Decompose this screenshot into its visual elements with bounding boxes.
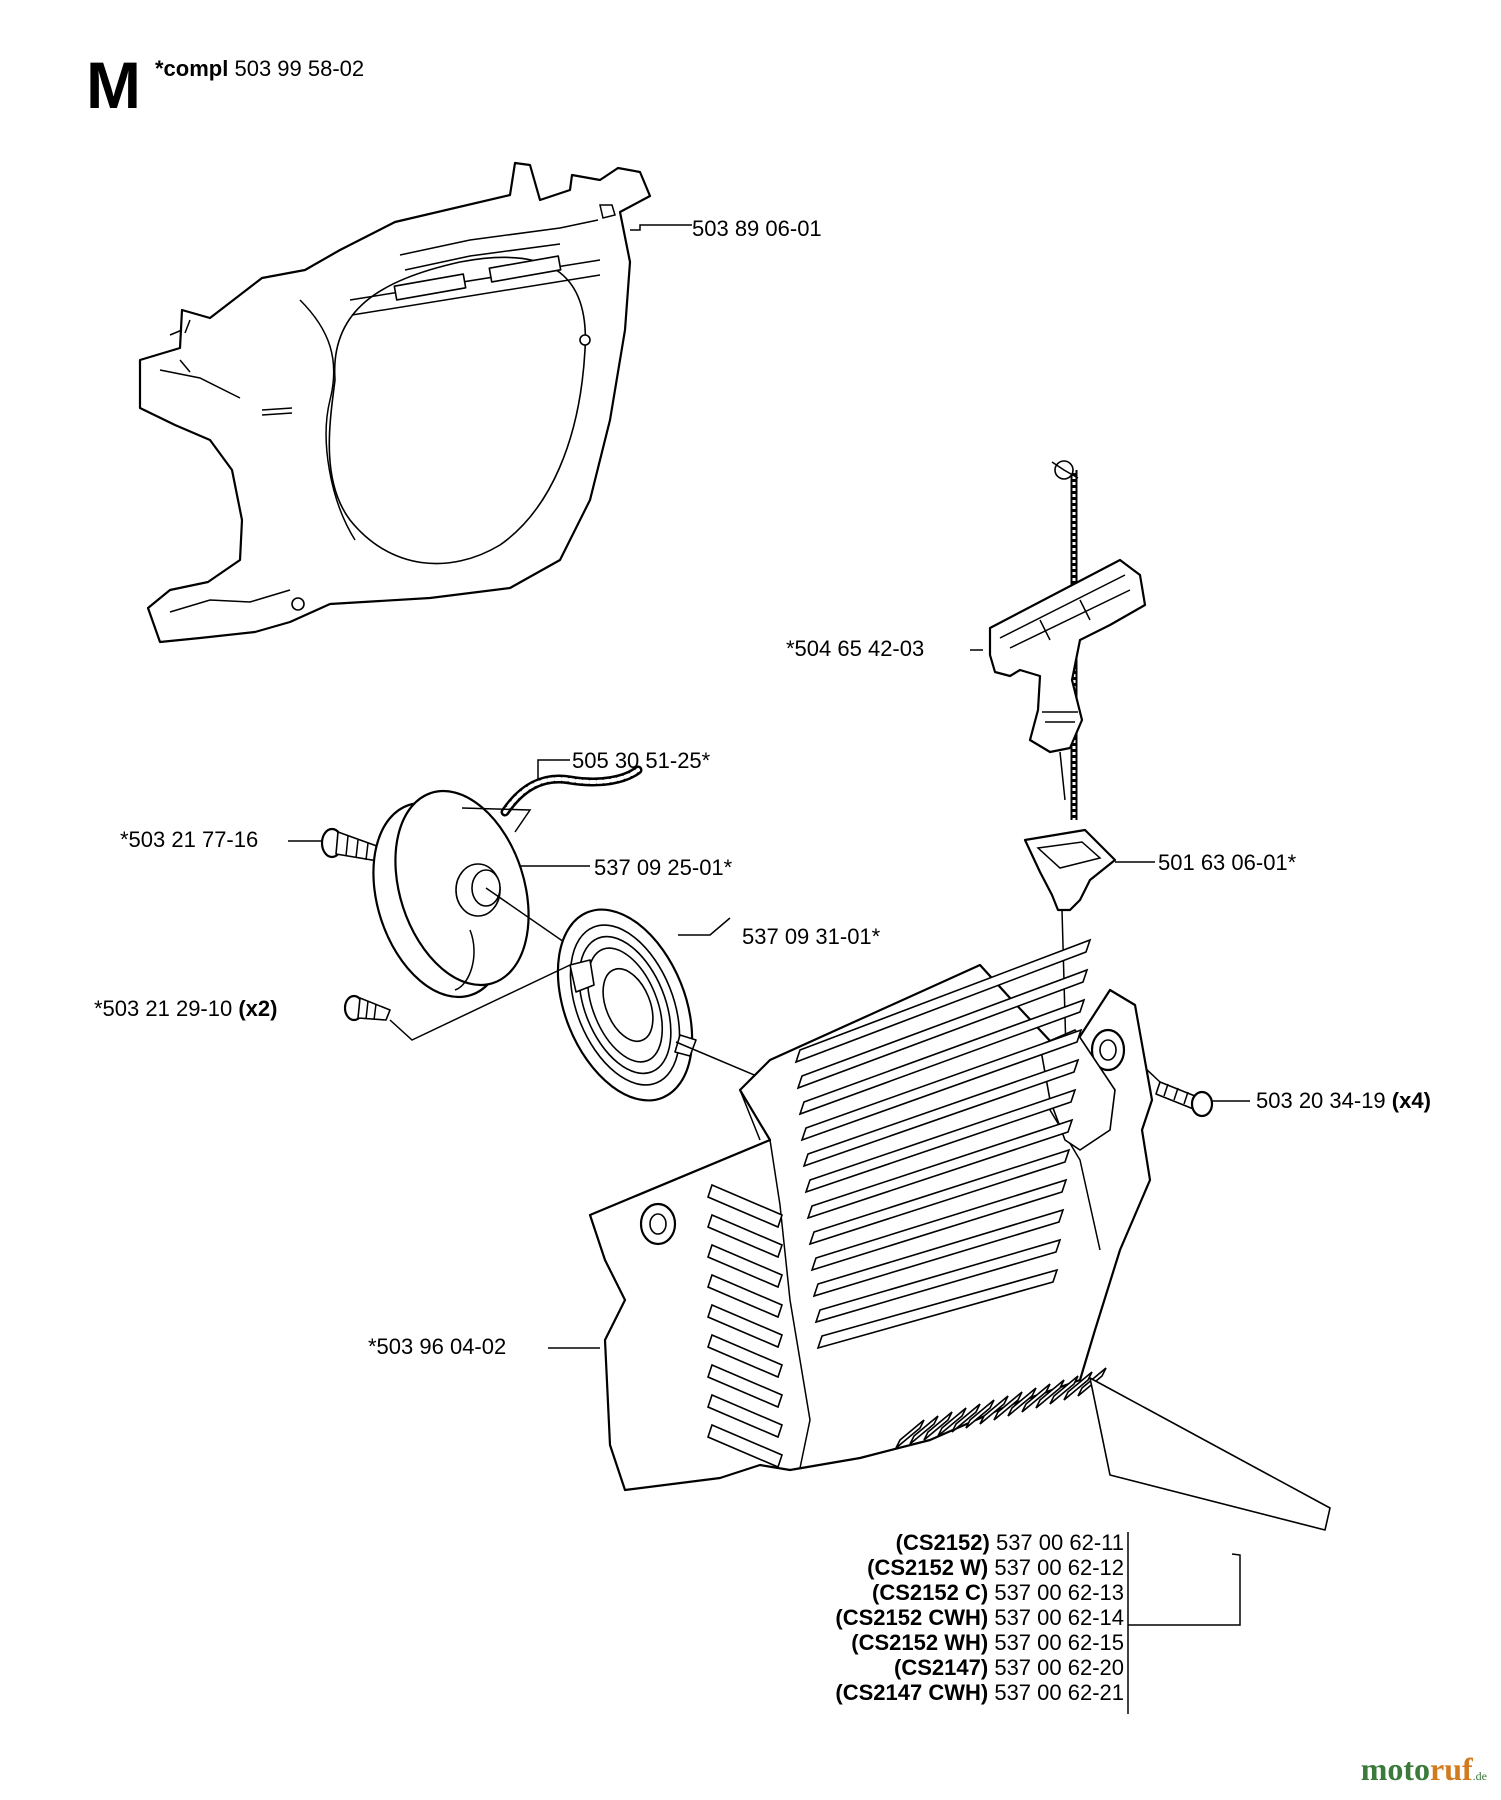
grille-slat [993,1391,1023,1421]
grille-slat [1049,1375,1079,1405]
grille-slat [965,1399,995,1429]
grille-slat [808,1148,1071,1246]
grille-slat [804,1088,1077,1194]
grille-slat [812,1208,1065,1298]
screw-3-part [1155,1081,1214,1118]
grille-slat [707,1363,783,1409]
grille-slat [802,1058,1080,1168]
pulley-part [372,789,532,999]
model-row: (CS2152) 537 00 62-11 [895,1530,1124,1555]
callout-pulley: 537 09 25-01* [594,855,733,880]
rope-leader [537,759,570,780]
callout-handle: *504 65 42-03 [786,636,925,661]
callout-screw-2: *503 21 29-10 (x2) [94,996,278,1021]
cover-part [588,963,1154,1492]
grille-slat [816,1268,1059,1350]
grille-slat [1007,1387,1037,1417]
screw-2-part [343,994,391,1022]
grille-slat [814,1238,1062,1324]
section-letter: M [86,48,141,122]
model-row: (CS2147 CWH) 537 00 62-21 [835,1680,1124,1705]
grille-slat [1035,1379,1065,1409]
model-row: (CS2152 CWH) 537 00 62-14 [835,1605,1124,1630]
grille-slat [707,1213,783,1259]
screw-2-leader [389,964,571,1041]
grille-slat [707,1333,783,1379]
handle-part [988,460,1147,820]
housing-leader [630,224,692,231]
grille-slat [707,1303,783,1349]
section-note-number: 503 99 58-02 [234,56,365,81]
grille-slat [796,968,1089,1090]
callout-screw-3: 503 20 34-19 (x4) [1256,1088,1431,1113]
callout-rope: 505 30 51-25* [572,748,711,773]
brand-watermark[interactable]: motoruf.de [1360,1751,1487,1787]
callout-screw-1: *503 21 77-16 [120,827,259,852]
grille-slat [923,1411,953,1441]
spring-part [556,908,697,1102]
grille-slat [707,1273,783,1319]
model-row: (CS2152 WH) 537 00 62-15 [851,1630,1124,1655]
callout-housing: 503 89 06-01 [692,216,822,241]
decal-model-list: (CS2152) 537 00 62-11 (CS2152 W) 537 00 … [780,1530,1124,1705]
grille-slat [798,998,1086,1116]
housing-part [138,161,652,644]
grille-slat [1021,1383,1051,1413]
decal-part [1089,1377,1331,1531]
model-row: (CS2152 C) 537 00 62-13 [872,1580,1124,1605]
grille-slat [707,1243,783,1289]
grille-slat [707,1393,783,1439]
grille-slat [951,1403,981,1433]
callout-guide: 501 63 06-01* [1158,850,1297,875]
grille-slat [937,1407,967,1437]
section-note-prefix: *compl [155,56,229,81]
decal-leader [1128,1553,1241,1626]
grille-slat [979,1395,1009,1425]
callout-cover: *503 96 04-02 [368,1334,507,1359]
grille-slat [707,1183,783,1229]
spring-leader [678,917,731,936]
model-row: (CS2147) 537 00 62-20 [894,1655,1124,1680]
grille-slat [909,1415,939,1445]
grille-slat [895,1419,925,1449]
grille-slat [707,1423,783,1469]
model-row: (CS2152 W) 537 00 62-12 [867,1555,1124,1580]
callout-spring: 537 09 31-01* [742,924,881,949]
grille-slat [794,938,1092,1064]
grille-slat [800,1028,1083,1142]
rope-part [500,765,643,817]
cover-grille [707,938,1107,1469]
section-note: *compl 503 99 58-02 [155,56,364,82]
grille-slat [810,1178,1068,1272]
grille-slat [1063,1371,1093,1401]
grille-slat [806,1118,1074,1220]
